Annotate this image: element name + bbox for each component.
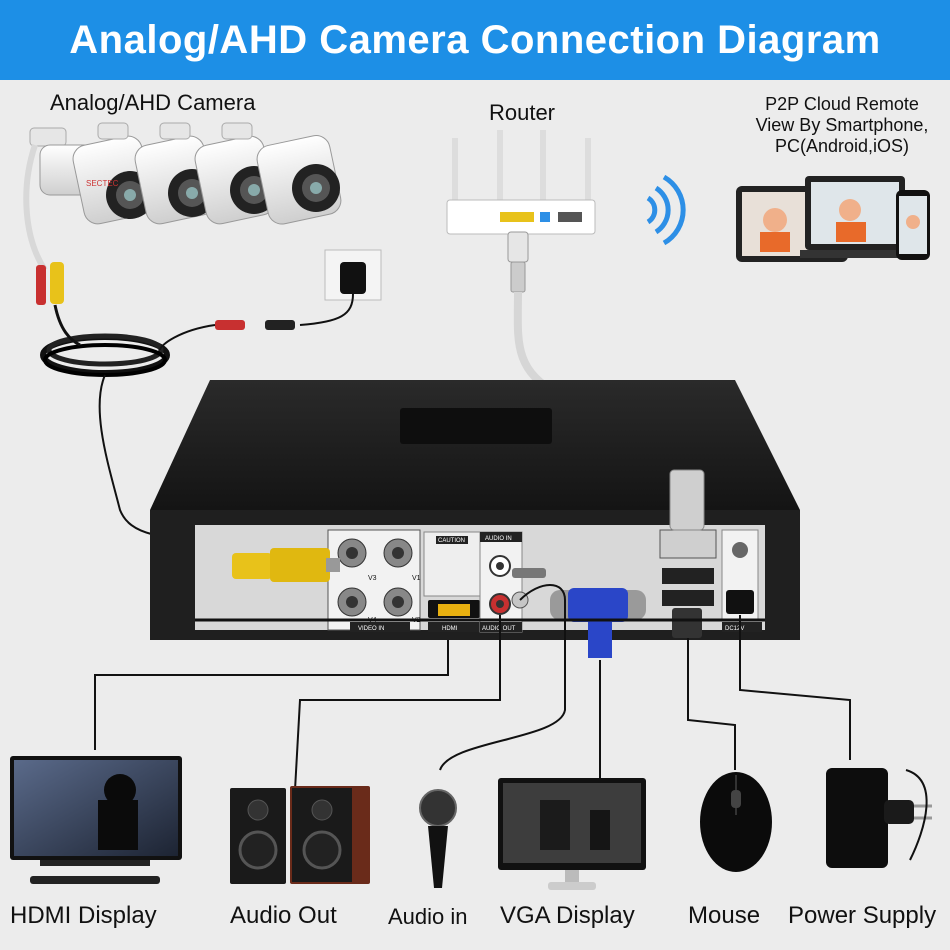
dvr-icon: V3 V1 V4 V2 VIDEO IN CAUTION HDMI AUDIO … xyxy=(150,380,800,658)
label-caution: CAUTION xyxy=(438,538,465,544)
p2p-label-line2: View By Smartphone, xyxy=(755,115,929,135)
label-video-in: VIDEO IN xyxy=(358,626,384,632)
diagram-title: Analog/AHD Camera Connection Diagram xyxy=(0,0,950,80)
router-label: Router xyxy=(488,100,556,125)
audio-in-label: Audio in xyxy=(388,904,468,929)
camera-brand: SECTEC xyxy=(86,179,119,188)
p2p-label-line1: P2P Cloud Remote xyxy=(765,94,919,114)
mouse-icon xyxy=(700,772,772,872)
power-supply-label: Power Supply xyxy=(788,902,937,929)
camera-icon: SECTEC xyxy=(29,127,154,225)
power-adapter-icon xyxy=(826,768,932,868)
camera-group: SECTEC xyxy=(23,122,382,541)
p2p-label: P2P Cloud Remote View By Smartphone, PC(… xyxy=(756,94,929,157)
hdmi-display-label: HDMI Display xyxy=(10,902,157,929)
label-dc12v: DC12V xyxy=(725,626,744,632)
label-hdmi: HDMI xyxy=(442,626,458,632)
label-v1: V1 xyxy=(412,575,421,582)
p2p-label-line3: PC(Android,iOS) xyxy=(774,136,910,156)
monitor-icon xyxy=(10,756,182,884)
camera-icon xyxy=(221,122,342,225)
label-audio-in: AUDIO IN xyxy=(485,536,512,542)
connection-diagram: SECTEC xyxy=(10,122,932,890)
wifi-signal-icon xyxy=(646,174,686,246)
speaker-icon xyxy=(230,786,370,884)
camera-label: Analog/AHD Camera xyxy=(50,90,256,115)
label-v3: V3 xyxy=(368,575,377,582)
remote-devices-group xyxy=(736,176,930,262)
microphone-icon xyxy=(419,789,457,888)
vga-display-label: VGA Display xyxy=(500,902,635,929)
label-audio-out: AUDIO OUT xyxy=(482,626,516,632)
connection-cables xyxy=(94,584,851,791)
vga-monitor-icon xyxy=(498,778,646,890)
mouse-label: Mouse xyxy=(688,902,761,929)
audio-out-label: Audio Out xyxy=(230,902,337,929)
